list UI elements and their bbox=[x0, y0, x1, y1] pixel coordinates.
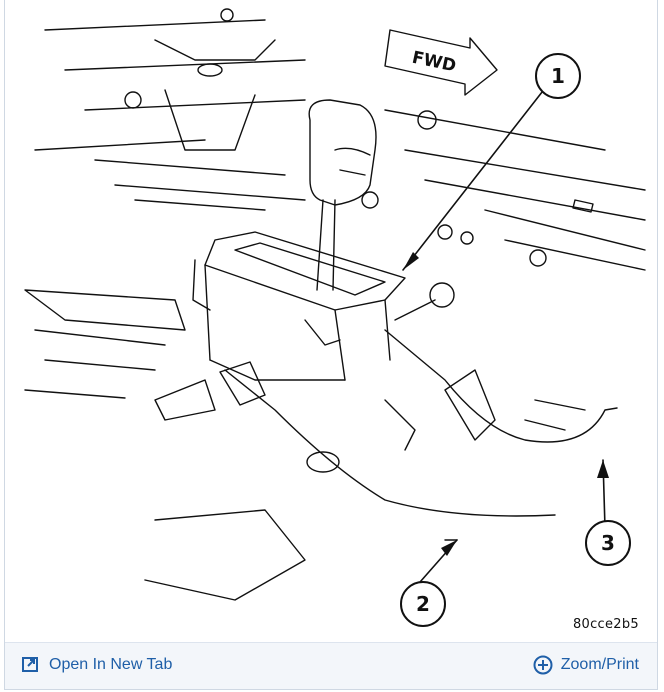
shifter-diagram: 1 2 3 FWD bbox=[5, 0, 657, 640]
callout-3: 3 bbox=[601, 531, 615, 555]
zoom-print-button[interactable]: Zoom/Print bbox=[533, 655, 639, 675]
open-new-tab-icon bbox=[21, 655, 41, 675]
zoom-plus-icon bbox=[533, 655, 553, 675]
open-new-tab-label: Open In New Tab bbox=[49, 656, 173, 673]
callout-1: 1 bbox=[551, 64, 565, 88]
zoom-print-label: Zoom/Print bbox=[560, 656, 639, 673]
image-viewer: 1 2 3 FWD 80cce2b5 Open In New Tab bbox=[4, 0, 658, 690]
callout-2-circle bbox=[400, 581, 446, 627]
callout-3-circle bbox=[585, 520, 631, 566]
figure-code: 80cce2b5 bbox=[572, 617, 639, 632]
callout-2: 2 bbox=[416, 592, 430, 616]
open-new-tab-button[interactable]: Open In New Tab bbox=[21, 655, 172, 675]
viewer-toolbar: Open In New Tab Zoom/Print bbox=[5, 642, 657, 689]
technical-illustration: 1 2 3 FWD bbox=[24, 8, 646, 627]
callout-1-circle bbox=[535, 53, 581, 99]
